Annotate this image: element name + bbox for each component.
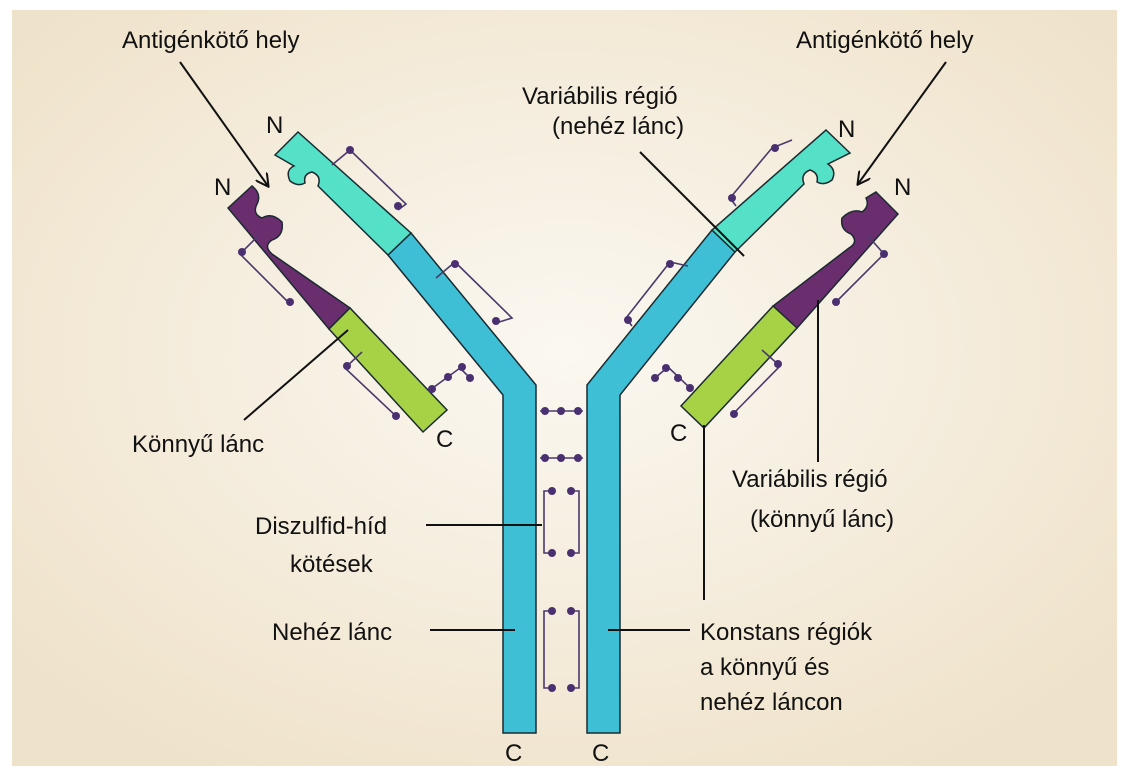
label-heavy-chain: Nehéz lánc — [272, 619, 392, 646]
terminus-n-light-right: N — [894, 174, 911, 201]
label-constant-1: Konstans régiók — [700, 619, 873, 646]
label-variable-heavy-1: Variábilis régió — [522, 83, 678, 110]
label-disulfide-1: Diszulfid-híd — [255, 513, 387, 540]
label-disulfide-2: kötések — [290, 551, 374, 578]
label-antigen-site-left: Antigénkötő hely — [122, 27, 299, 54]
hinge-bond-2 — [540, 454, 583, 462]
label-variable-heavy-2: (nehéz lánc) — [552, 113, 684, 140]
label-variable-light-2: (könnyű lánc) — [750, 506, 894, 533]
terminus-n-heavy-right: N — [838, 116, 855, 143]
label-constant-3: nehéz láncon — [700, 689, 843, 716]
terminus-n-light-left: N — [214, 174, 231, 201]
label-antigen-site-right: Antigénkötő hely — [796, 27, 973, 54]
terminus-c-heavy-left: C — [505, 740, 522, 766]
terminus-c-light-right: C — [670, 420, 687, 447]
terminus-c-light-left: C — [436, 426, 453, 453]
terminus-c-heavy-right: C — [592, 740, 609, 766]
label-variable-light-1: Variábilis régió — [732, 466, 888, 493]
terminus-n-heavy-left: N — [266, 112, 283, 139]
label-constant-2: a könnyű és — [700, 654, 829, 681]
hinge-bond-1 — [540, 407, 583, 415]
label-light-chain: Könnyű lánc — [132, 431, 264, 458]
